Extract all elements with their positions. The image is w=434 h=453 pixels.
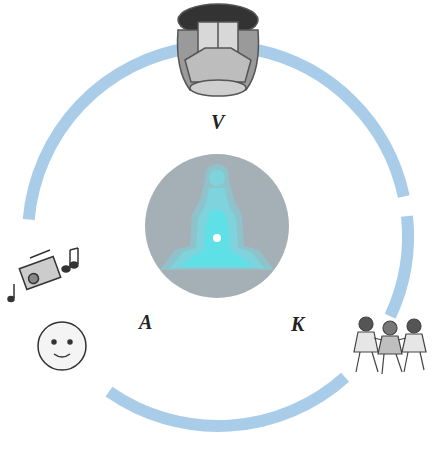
ring bbox=[29, 48, 408, 426]
vak-letter: A bbox=[139, 312, 152, 332]
vak-letter: V bbox=[211, 112, 224, 132]
listening-icon bbox=[8, 248, 86, 370]
meditation-figure bbox=[145, 154, 289, 298]
dancing-kids-icon bbox=[354, 317, 426, 374]
vak-letter: K bbox=[291, 314, 304, 334]
reading-person-icon bbox=[178, 4, 259, 96]
